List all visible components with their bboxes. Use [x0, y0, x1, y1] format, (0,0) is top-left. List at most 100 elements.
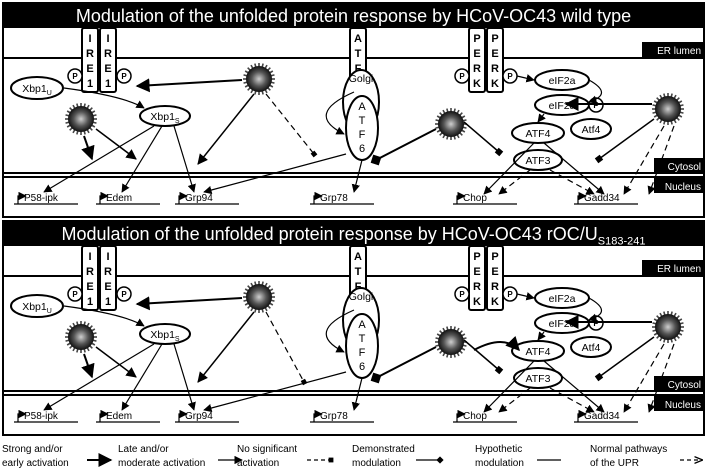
- atf3-oval-label: ATF3: [526, 373, 551, 385]
- ire1-box-letter: E: [86, 63, 93, 75]
- arrow: [197, 311, 255, 383]
- gene-promoter-arrow: [577, 191, 587, 204]
- phospho-label: P: [593, 101, 599, 110]
- gene-label-0: P58-ipk: [24, 411, 59, 422]
- phospho-badge: [67, 286, 83, 302]
- arrow: [537, 331, 546, 341]
- arrow: [325, 91, 355, 135]
- arrow: [203, 153, 347, 195]
- atf6-box-letter: T: [355, 266, 362, 278]
- ire1-box-letter: R: [104, 48, 112, 60]
- perk-box: [486, 27, 504, 93]
- atf4-small-oval: [570, 336, 612, 358]
- perk-box: [468, 27, 486, 93]
- arrow: [498, 387, 531, 413]
- pathway-diagram: ER lumenCytosolNucleusIRE1IRE1ATF6PERKPE…: [4, 245, 703, 423]
- phospho-label: P: [459, 290, 465, 299]
- arrow: [537, 113, 546, 123]
- ire1-box-letter: 1: [87, 78, 93, 90]
- legend-line2-0: early activation: [2, 458, 69, 469]
- er-lumen-tag: [642, 260, 703, 275]
- nucleus-tag: [654, 396, 703, 411]
- cytosol-tag: [654, 376, 703, 391]
- ire1-box-letter: E: [104, 281, 111, 293]
- perk-box-letter: E: [491, 48, 498, 60]
- gene-label-1: Edem: [106, 411, 132, 422]
- golgi-label: Golgi: [349, 73, 374, 85]
- perk-box-letter: E: [473, 266, 480, 278]
- arrow: [483, 360, 535, 413]
- virus-icon: [243, 281, 275, 313]
- cytosol-tag: [654, 158, 703, 173]
- arrow: [43, 343, 155, 411]
- ire1-box-letter: I: [106, 33, 109, 45]
- arrow: [121, 125, 163, 193]
- xbp1u-oval-label: Xbp1U: [22, 301, 52, 315]
- arrow: [135, 78, 243, 93]
- perk-box-letter: E: [491, 266, 498, 278]
- gene-promoter-arrow: [313, 191, 323, 204]
- gene-label-4: Chop: [463, 193, 487, 204]
- panel-title: Modulation of the unfolded protein respo…: [4, 4, 703, 28]
- arrow: [197, 93, 255, 165]
- atf6-cleaved-letter: T: [359, 333, 366, 345]
- arrow: [498, 169, 531, 195]
- eif2a-p-oval-label: eIF2a: [549, 318, 576, 330]
- arrow: [549, 387, 595, 413]
- golgi-label: Golgi: [349, 291, 374, 303]
- arrow: [325, 309, 355, 353]
- gene-promoter-arrow: [456, 191, 466, 204]
- perk-box: [486, 245, 504, 311]
- arrow: [623, 343, 665, 413]
- legend-line1-2: No significant: [237, 444, 297, 455]
- virus-icon: [652, 311, 684, 343]
- phospho-label: P: [507, 72, 513, 81]
- ire1-box-letter: E: [86, 281, 93, 293]
- atf4-oval: [511, 122, 565, 144]
- perk-box-letter: K: [473, 296, 481, 308]
- phospho-label: P: [72, 290, 78, 299]
- nucleus-label: Nucleus: [665, 400, 701, 411]
- phospho-label: P: [507, 290, 513, 299]
- gene-label-5: Gadd34: [584, 411, 620, 422]
- arrow: [463, 121, 504, 157]
- xbp1s-oval: [139, 105, 191, 127]
- legend-line2-5: of the UPR: [590, 458, 639, 469]
- arrow: [81, 135, 95, 161]
- nucleus-tag: [654, 178, 703, 193]
- phospho-label: P: [593, 319, 599, 328]
- gene-promoter-arrow: [99, 191, 109, 204]
- arrow: [43, 125, 155, 193]
- gene-label-2: Grp94: [185, 193, 213, 204]
- xbp1s-oval: [139, 323, 191, 345]
- arrow: [95, 346, 137, 378]
- arrow: [370, 128, 437, 166]
- arrow: [594, 118, 655, 164]
- gene-promoter-arrow: [577, 409, 587, 422]
- gene-label-1: Edem: [106, 193, 132, 204]
- arrow: [81, 353, 95, 379]
- legend-line1-4: Hypothetic: [475, 444, 522, 455]
- perk-box-letter: K: [491, 78, 499, 90]
- arrow: [370, 346, 437, 384]
- pathway-diagram: ER lumenCytosolNucleusIRE1IRE1ATF6PERKPE…: [4, 27, 703, 205]
- atf6-cleaved-letter: F: [359, 129, 366, 141]
- arrow: [95, 128, 137, 160]
- atf6-box-letter: T: [355, 48, 362, 60]
- atf6-cleaved-letter: 6: [359, 143, 365, 155]
- ire1-box-letter: E: [104, 63, 111, 75]
- gene-label-3: Grp78: [320, 193, 348, 204]
- ire1-box-letter: 1: [105, 78, 111, 90]
- virus-icon: [652, 93, 684, 125]
- arrow: [135, 296, 243, 311]
- arrow: [173, 125, 196, 193]
- ire1-box: [99, 27, 117, 93]
- atf6-cleaved-letter: A: [358, 101, 366, 113]
- xbp1u-oval: [10, 76, 64, 100]
- arrow: [549, 169, 595, 195]
- cytosol-label: Cytosol: [668, 162, 701, 173]
- perk-box-letter: P: [473, 33, 480, 45]
- atf6-cleaved-letter: 6: [359, 361, 365, 373]
- arrow: [588, 79, 603, 104]
- virus-icon: [65, 103, 97, 135]
